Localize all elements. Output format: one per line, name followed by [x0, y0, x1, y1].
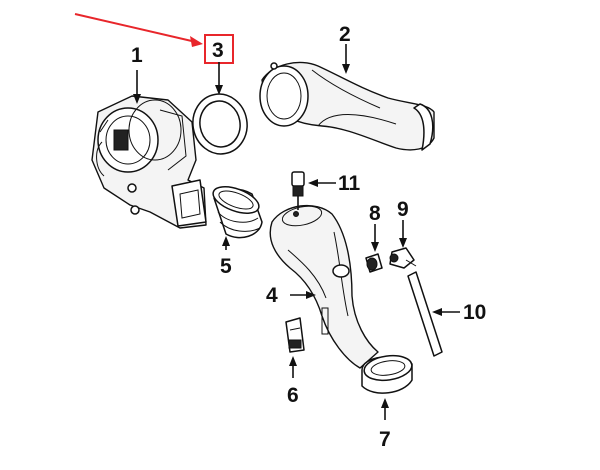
part-4-intake-tube[interactable] — [269, 203, 379, 369]
part-5-coupler[interactable] — [210, 181, 263, 250]
part-6-clip[interactable] — [285, 317, 305, 378]
part-2-air-duct[interactable] — [259, 44, 435, 151]
callout-9: 9 — [397, 198, 409, 221]
callout-4: 4 — [266, 284, 278, 307]
part-9-valve[interactable] — [389, 220, 417, 269]
part-10-hose[interactable] — [407, 271, 460, 357]
callout-2: 2 — [339, 23, 351, 46]
callout-labels: 1 2 3 4 5 6 7 8 9 10 11 — [131, 23, 486, 451]
callout-8: 8 — [369, 202, 381, 225]
part-8-grommet[interactable] — [365, 224, 383, 273]
callout-5: 5 — [220, 255, 232, 278]
callout-11: 11 — [338, 172, 361, 195]
callout-3: 3 — [212, 39, 224, 62]
part-3-seal-ring[interactable] — [188, 62, 252, 158]
callout-1: 1 — [131, 44, 143, 67]
callout-10: 10 — [463, 301, 486, 324]
callout-7: 7 — [379, 428, 391, 451]
highlight-arrow — [74, 13, 203, 47]
callout-6: 6 — [287, 384, 299, 407]
part-7-lower-ring[interactable] — [361, 353, 413, 420]
part-1-blower-housing[interactable] — [91, 70, 207, 229]
part-11-sensor[interactable] — [291, 171, 336, 210]
